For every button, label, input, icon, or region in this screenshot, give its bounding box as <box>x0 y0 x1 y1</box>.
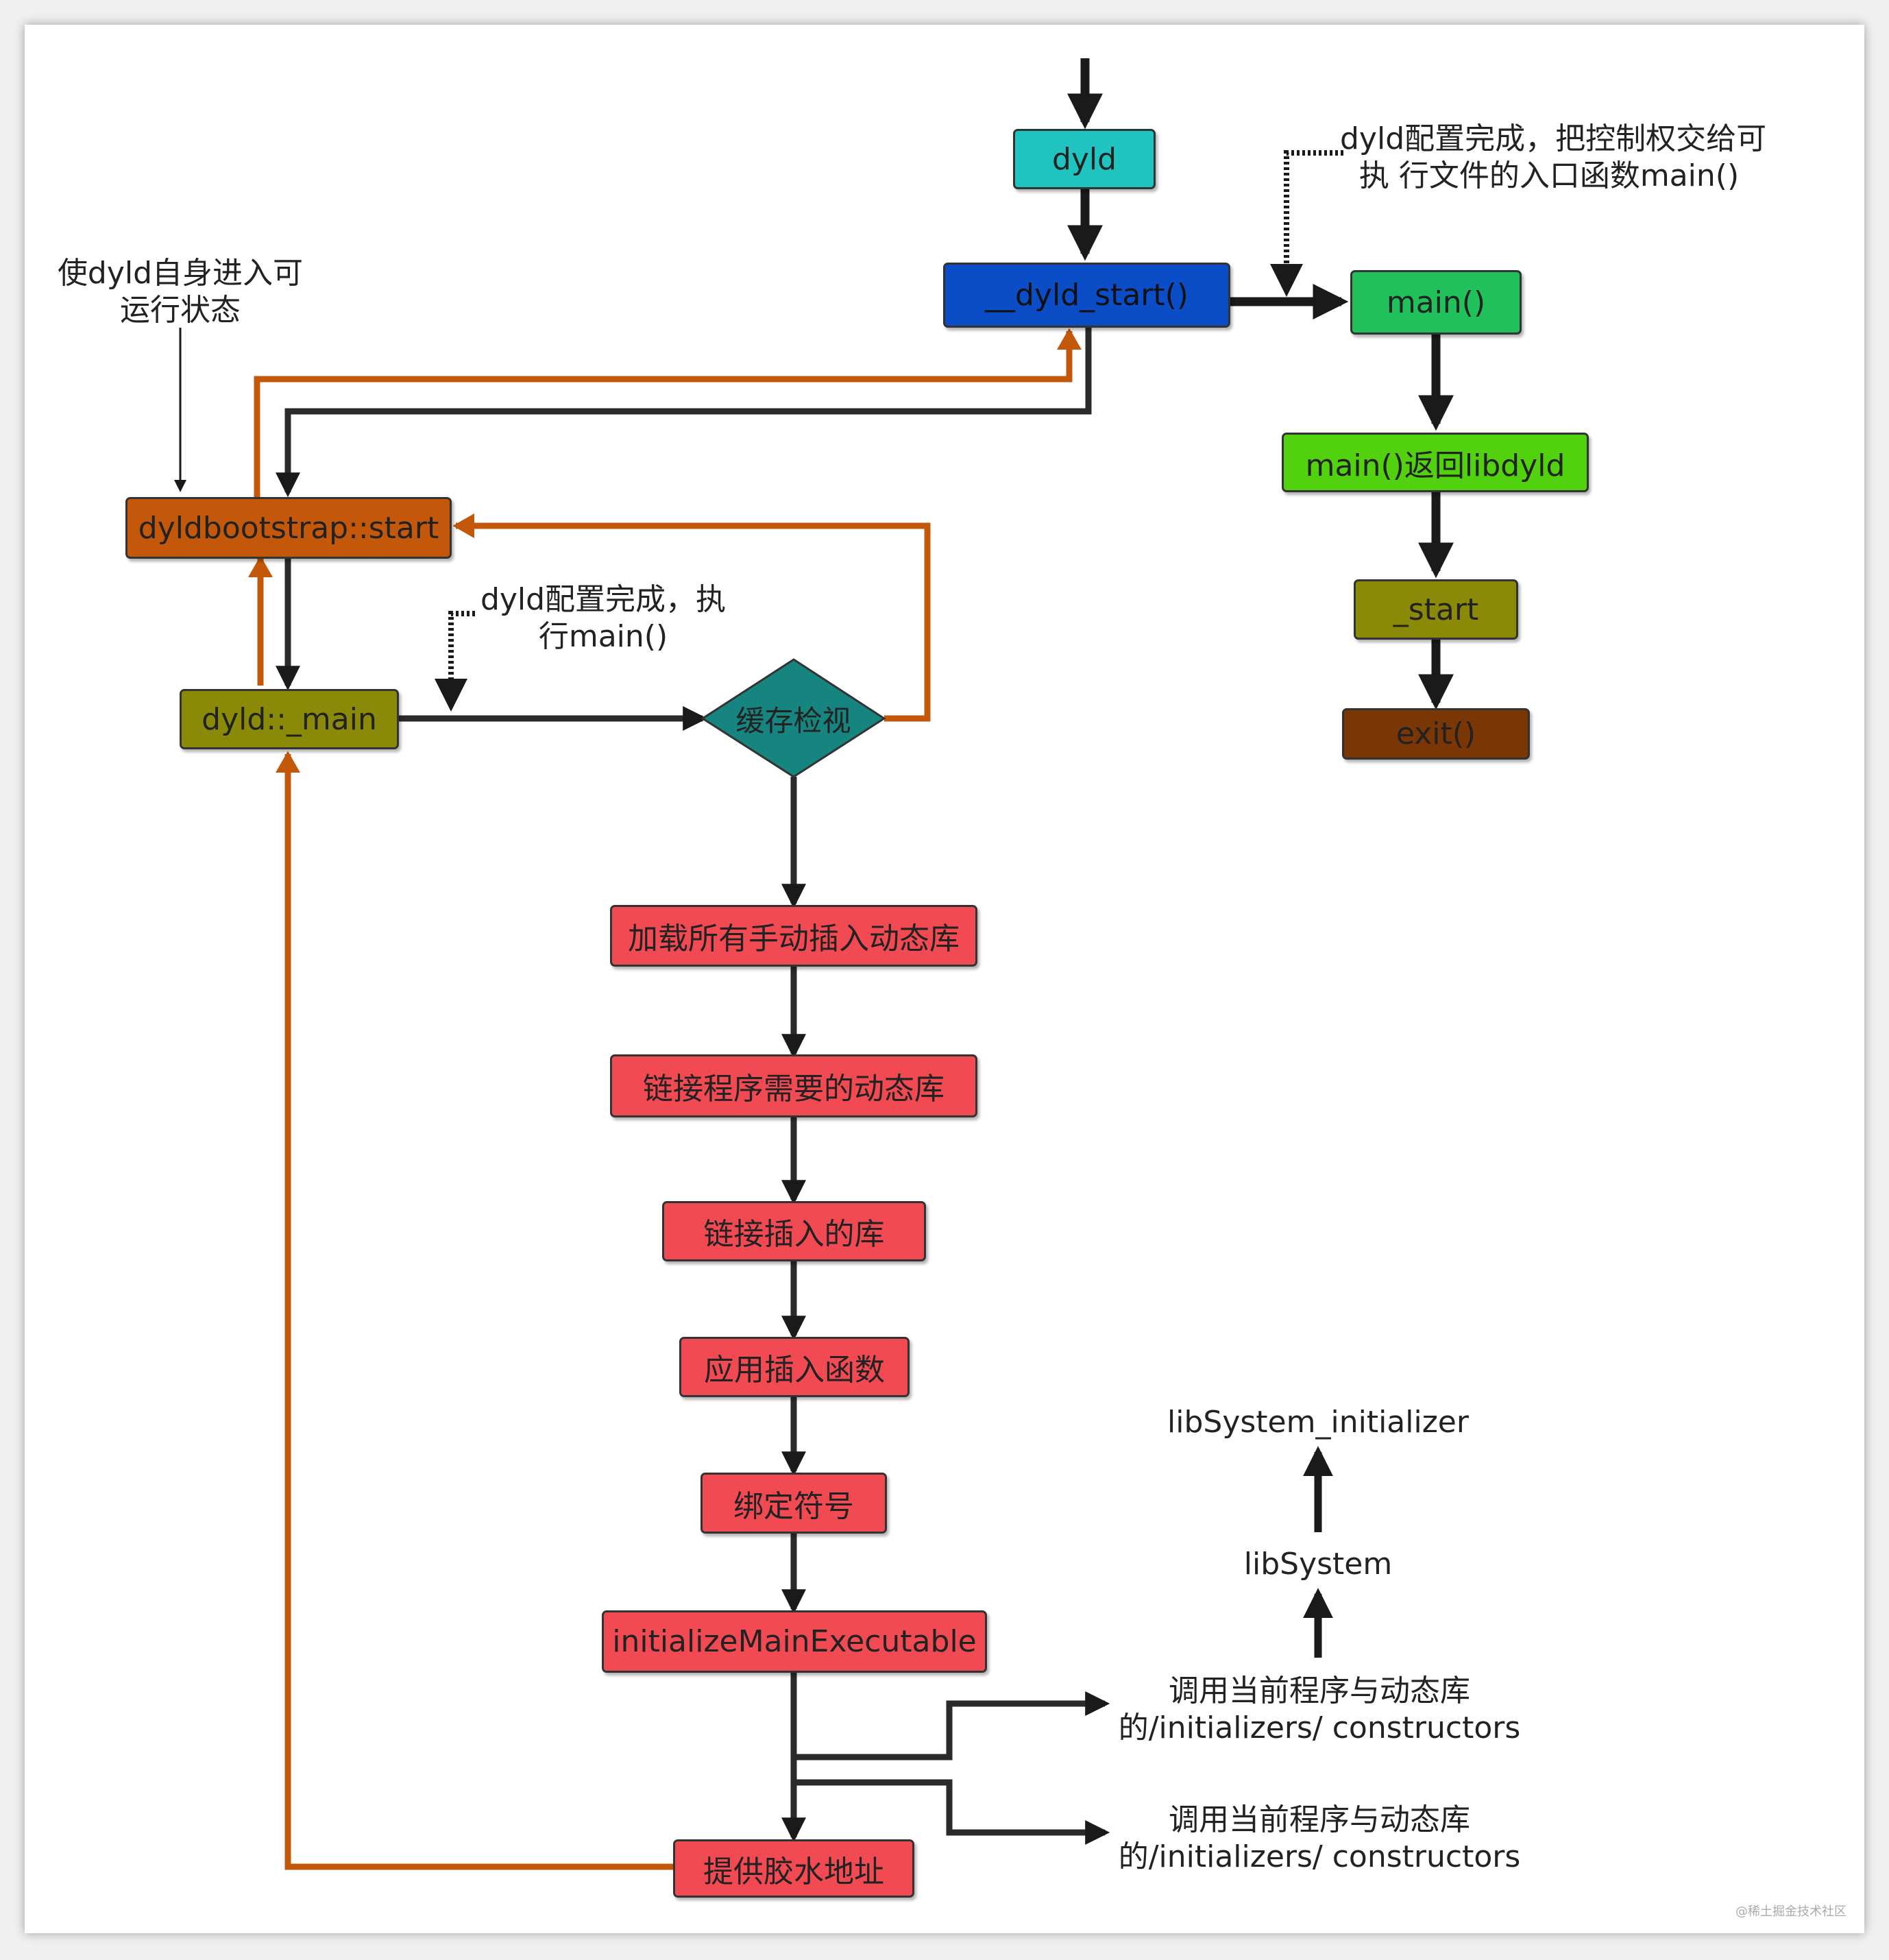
cache-check-label: 缓存检视 <box>735 703 851 738</box>
annotation-handoff-line2: 执 行文件的入口函数main() <box>1358 158 1740 193</box>
edge-cache-to-bootstrap <box>452 513 931 722</box>
step-link-inserted-libs[interactable]: 链接插入的库 <box>662 1201 926 1261</box>
edge-glue-to-dyldmain <box>276 751 673 1870</box>
step-initialize-main-executable[interactable]: initializeMainExecutable <box>602 1610 987 1673</box>
edge-bootstrap-to-dyldstart <box>254 328 1082 497</box>
annotation-self-run: 使dyld自身进入可 运行状态 <box>55 255 306 329</box>
step-bind-symbols[interactable]: 绑定符号 <box>700 1473 887 1534</box>
annotation-self-run-line1: 使dyld自身进入可 <box>57 256 304 291</box>
node-start[interactable]: _start <box>1354 579 1518 640</box>
annotation-config-done: dyld配置完成，执 行main() <box>473 581 733 655</box>
annotation-self-run-line2: 运行状态 <box>120 293 241 328</box>
node-dyld-main[interactable]: dyld::_main <box>180 689 399 749</box>
label-constructors-1-line2: 的/initializers/ constructors <box>1118 1710 1521 1745</box>
step-glue-address[interactable]: 提供胶水地址 <box>673 1839 914 1898</box>
label-libsystem: libSystem <box>1243 1547 1393 1582</box>
node-main[interactable]: main() <box>1350 270 1522 335</box>
annotation-handoff-line1: dyld配置完成，把控制权交给可 <box>1340 121 1767 156</box>
node-dyld[interactable]: dyld <box>1013 129 1156 189</box>
edge-init-to-ctor2 <box>794 1779 1110 1845</box>
step-apply-interpose[interactable]: 应用插入函数 <box>679 1337 910 1397</box>
edge-handoff-dashed <box>1270 150 1343 297</box>
label-constructors-2-line1: 调用当前程序与动态库 <box>1169 1802 1470 1837</box>
watermark: @稀土掘金技术社区 <box>1735 1904 1847 1919</box>
annotation-handoff: dyld配置完成，把控制权交给可 执 行文件的入口函数main() <box>1340 121 1767 195</box>
edge-config-dashed <box>435 611 475 712</box>
label-constructors-1-line1: 调用当前程序与动态库 <box>1169 1673 1470 1708</box>
node-bootstrap-start[interactable]: dyldbootstrap::start <box>125 497 452 559</box>
step-load-inserted-libs[interactable]: 加载所有手动插入动态库 <box>610 905 977 967</box>
label-constructors-2: 调用当前程序与动态库 的/initializers/ constructors <box>1110 1802 1528 1876</box>
annotation-config-line1: dyld配置完成，执 <box>480 582 727 617</box>
node-exit[interactable]: exit() <box>1342 708 1530 760</box>
step-link-program-libs[interactable]: 链接程序需要的动态库 <box>610 1054 977 1117</box>
edge-dyldstart-to-bootstrap <box>276 328 1092 498</box>
label-constructors-1: 调用当前程序与动态库 的/initializers/ constructors <box>1110 1673 1528 1747</box>
label-constructors-2-line2: 的/initializers/ constructors <box>1118 1839 1521 1874</box>
annotation-config-line2: 行main() <box>538 619 668 654</box>
cache-check-diamond[interactable] <box>700 658 886 778</box>
node-dyld-start[interactable]: __dyld_start() <box>943 263 1230 328</box>
label-libsystem-initializer: libSystem_initializer <box>1167 1405 1469 1440</box>
edge-init-to-ctor1 <box>794 1691 1110 1761</box>
node-main-return[interactable]: main()返回libdyld <box>1282 433 1589 492</box>
